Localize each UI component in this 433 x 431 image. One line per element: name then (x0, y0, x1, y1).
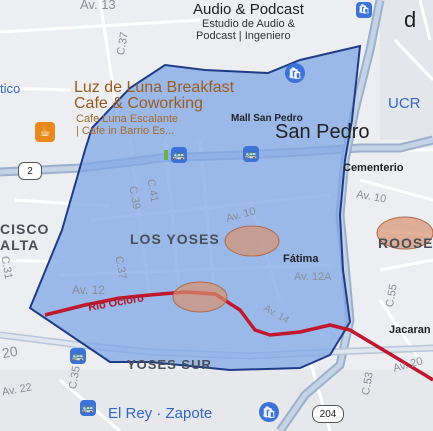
poi-luz-sub2: | Cafe in Barrio Es... (76, 125, 175, 137)
edge-label-tico: tico (0, 81, 21, 96)
route-shield-label-204: 204 (319, 408, 337, 420)
edge-label-d: d (404, 7, 417, 32)
bus-stop-icon-2[interactable]: 🚌 (243, 146, 259, 162)
area-label-roose: ROOSE (378, 235, 433, 251)
area-label-yoses-sur: YOSES SUR (127, 357, 212, 372)
shopping-bag-icon[interactable]: 🛍 (285, 63, 305, 83)
road-label-av13: Av. 13 (80, 0, 116, 12)
poi-fatima: Fátima (283, 253, 319, 265)
selected-area-polygon[interactable] (28, 44, 362, 372)
place-san-pedro: San Pedro (275, 121, 370, 143)
highlight-ellipse-river (172, 281, 228, 313)
green-marker (164, 150, 168, 160)
shopping-bag-icon-el-rey[interactable]: 🛍 (259, 402, 279, 422)
poi-cementerio: Cementerio (343, 162, 404, 174)
road-label-20: 20 (0, 342, 19, 362)
highlight-ellipse-roose (376, 216, 433, 250)
poi-audio-sub1: Estudio de Audio & (202, 18, 295, 30)
area-label-cisco: CISCO (0, 221, 50, 237)
poi-ucr: UCR (388, 95, 421, 112)
coffee-cup-icon[interactable]: ☕ (35, 122, 55, 142)
road-label-av12: Av. 12 (72, 283, 105, 297)
poi-luz-sub1: Cafe Luna Escalante (76, 113, 179, 125)
road-label-av12a: Av. 12A (294, 271, 332, 283)
route-shield-icon-204: 204 (312, 405, 344, 423)
rio-ocloro-river (44, 290, 433, 382)
shopping-bag-icon-audio[interactable]: 🛍 (356, 2, 372, 18)
bus-stop-icon-1[interactable]: 🚌 (171, 147, 187, 163)
bus-stop-icon-3[interactable]: 🚌 (70, 348, 86, 364)
route-shield-icon: 2 (18, 162, 42, 180)
poi-el-rey-zapote: El Rey · Zapote (108, 405, 213, 422)
highlight-ellipse-los-yoses (224, 225, 280, 257)
poi-audio-title: Audio & Podcast (193, 1, 304, 18)
area-label-los-yoses: LOS YOSES (130, 231, 220, 247)
place-jacaranda: Jacaran (389, 324, 431, 336)
poi-luz-line1: Luz de Luna Breakfast (74, 79, 235, 96)
area-label-alta: ALTA (0, 237, 40, 253)
poi-audio-sub2: Podcast | Ingeniero (196, 30, 291, 42)
route-shield-label: 2 (27, 165, 33, 177)
poi-mall-san-pedro: Mall San Pedro (231, 113, 303, 124)
bus-stop-icon-4[interactable]: 🚌 (80, 400, 96, 416)
poi-luz-line2: Cafe & Coworking (74, 95, 203, 112)
